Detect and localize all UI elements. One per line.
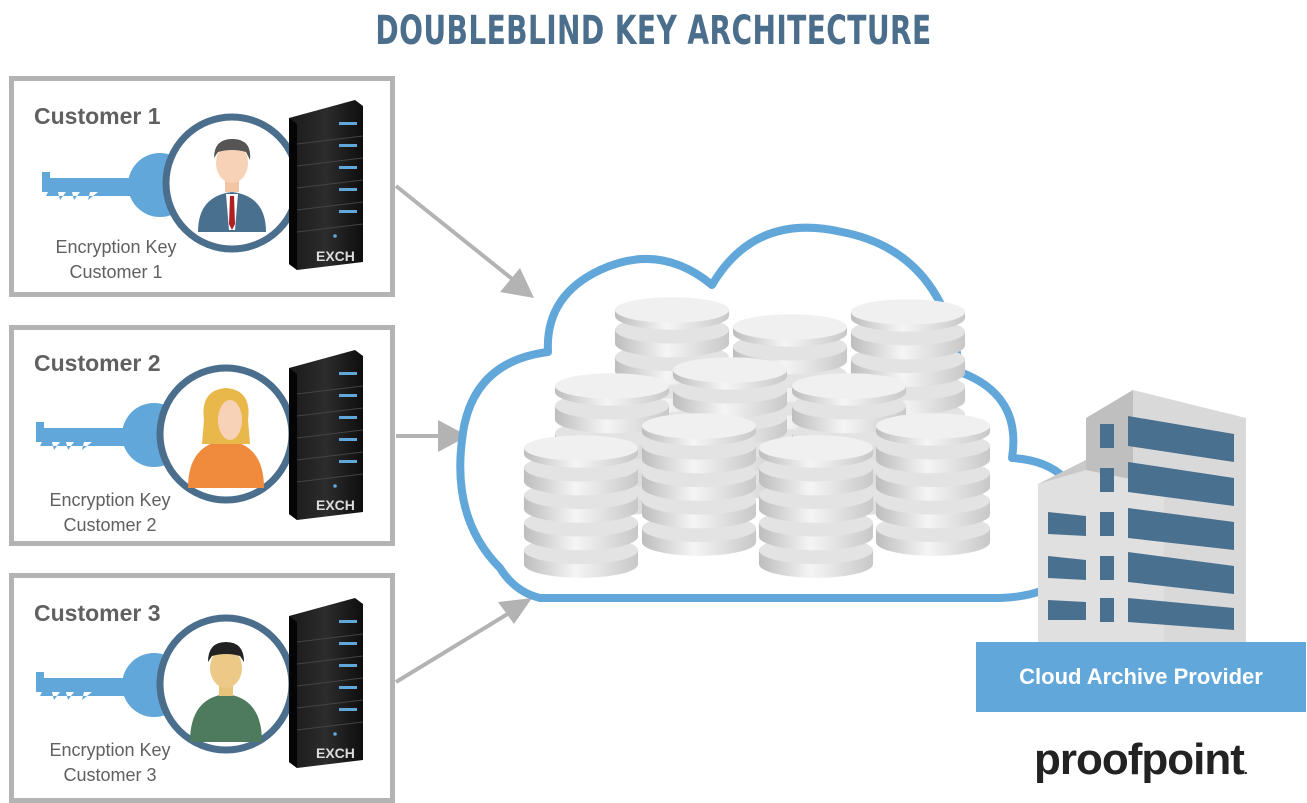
diagram-title: DOUBLEBLIND KEY ARCHITECTURE — [375, 8, 932, 54]
server-label: EXCH — [316, 745, 355, 761]
arrow-customer-1 — [394, 184, 529, 292]
provider-label: Cloud Archive Provider — [1019, 664, 1263, 689]
key-label: Encryption Key Customer 3 — [49, 740, 171, 785]
provider-label-box: Cloud Archive Provider — [976, 642, 1306, 712]
woman-avatar-icon — [188, 388, 264, 488]
customer-name: Customer 3 — [34, 600, 161, 626]
customer-name: Customer 2 — [34, 350, 161, 376]
key-label: Encryption Key Customer 1 — [55, 237, 177, 282]
man-avatar-icon — [190, 642, 262, 742]
businessman-avatar-icon — [198, 138, 266, 232]
arrow-customer-3 — [394, 602, 527, 684]
server-label: EXCH — [316, 497, 355, 513]
key-label: Encryption Key Customer 2 — [49, 490, 171, 535]
brand-logo: proofpoint. — [1034, 735, 1248, 784]
server-label: EXCH — [316, 248, 355, 264]
customer-name: Customer 1 — [34, 103, 161, 129]
